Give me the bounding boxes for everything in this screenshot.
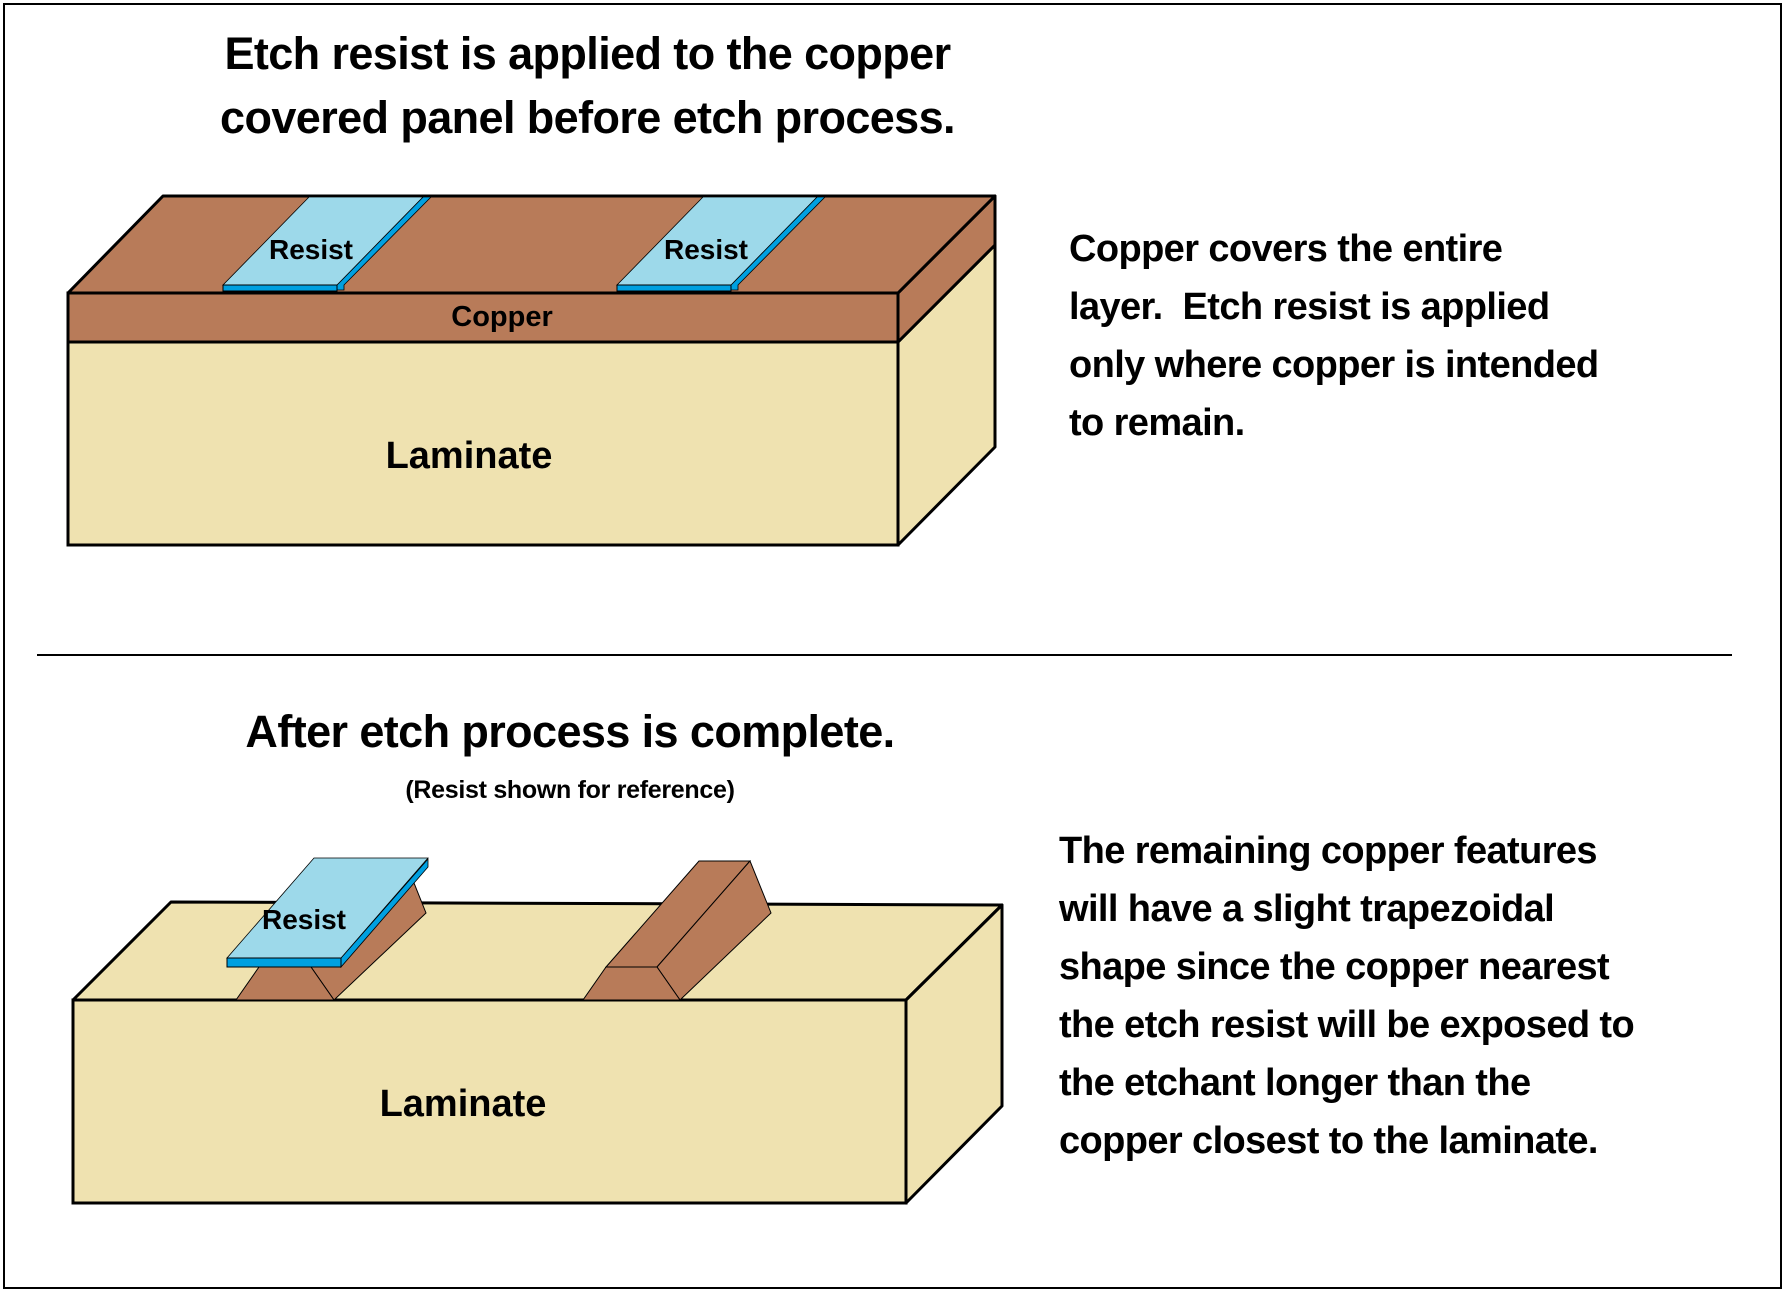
laminate-front-face (71, 998, 908, 1205)
description-line: to remain. (1069, 402, 1245, 444)
copper-top-face (66, 194, 997, 295)
title-line: Etch resist is applied to the copper (224, 28, 951, 79)
bottom-section-description: The remaining copper features will have … (1059, 822, 1635, 1170)
laminate-top-face (71, 900, 1004, 1002)
resist-front-face (616, 284, 732, 292)
description-line: shape since the copper nearest (1059, 946, 1610, 988)
copper-front-face (66, 291, 900, 344)
laminate-label-top: Laminate (386, 435, 553, 477)
bottom-section-subtitle: (Resist shown for reference) (405, 776, 735, 804)
copper-trace-2 (582, 860, 772, 1001)
description-line: The remaining copper features (1059, 830, 1598, 872)
top-section-title: Etch resist is applied to the copper cov… (120, 22, 1055, 150)
copper-label: Copper (451, 301, 553, 333)
resist-strip-2 (616, 196, 826, 292)
resist-on-trace-1 (226, 857, 429, 969)
resist-front-face (226, 957, 342, 968)
resist-label-1: Resist (269, 234, 353, 265)
resist-label-2: Resist (664, 234, 748, 265)
copper-trace-1 (235, 882, 427, 1001)
description-line: copper closest to the laminate. (1059, 1120, 1598, 1162)
top-section-description: Copper covers the entire layer. Etch res… (1069, 220, 1599, 452)
laminate-label-bottom: Laminate (380, 1083, 547, 1125)
laminate-front-face (66, 340, 900, 547)
resist-label-bottom: Resist (262, 904, 346, 935)
description-line: Copper covers the entire (1069, 228, 1503, 270)
description-line: only where copper is intended (1069, 344, 1599, 386)
bottom-section-title: After etch process is complete. (245, 706, 895, 757)
description-line: layer. Etch resist is applied (1069, 286, 1550, 328)
description-line: will have a slight trapezoidal (1059, 888, 1555, 930)
trace-front-face (582, 966, 681, 1001)
description-line: the etch resist will be exposed to (1059, 1004, 1635, 1046)
description-line: the etchant longer than the (1059, 1062, 1531, 1104)
panel-before-etch: Resist Resist Copper Laminate (66, 194, 997, 547)
resist-front-face (222, 284, 338, 292)
resist-strip-1 (222, 196, 432, 292)
title-line: covered panel before etch process. (220, 92, 955, 143)
figure-border (3, 3, 1782, 1289)
panel-after-etch: Resist Laminate (71, 857, 1004, 1205)
